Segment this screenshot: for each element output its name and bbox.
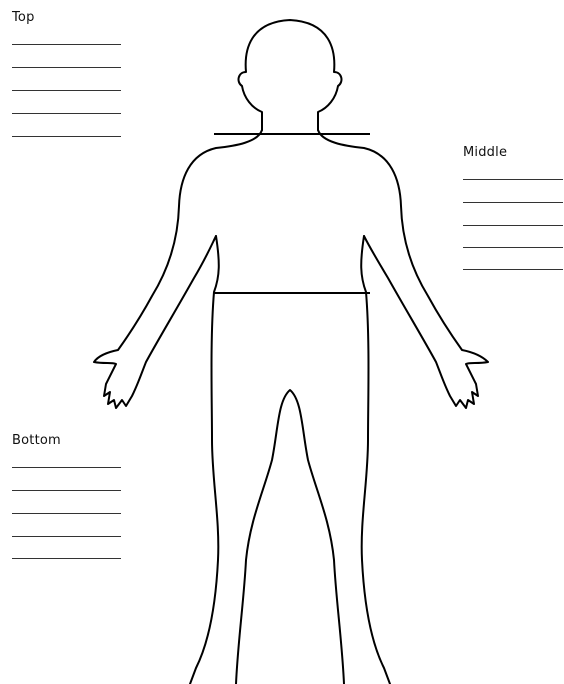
- inner-leg-outline: [236, 390, 344, 684]
- middle-section: Middle: [463, 145, 564, 275]
- top-label: Top: [12, 10, 122, 25]
- bottom-blank-line-1[interactable]: [12, 467, 121, 468]
- bottom-blank-line-2[interactable]: [12, 490, 121, 491]
- left-arm-outline: [94, 130, 262, 408]
- right-leg-outline: [361, 236, 390, 684]
- top-section: Top: [12, 10, 122, 140]
- top-blank-line-5[interactable]: [12, 136, 121, 137]
- bottom-blank-line-5[interactable]: [12, 558, 121, 559]
- head-outline: [239, 20, 342, 130]
- middle-blank-line-3[interactable]: [463, 225, 563, 226]
- top-blank-line-1[interactable]: [12, 44, 121, 45]
- bottom-blank-line-4[interactable]: [12, 536, 121, 537]
- top-blank-line-4[interactable]: [12, 113, 121, 114]
- bottom-blank-line-3[interactable]: [12, 513, 121, 514]
- bottom-label: Bottom: [12, 433, 122, 448]
- middle-blank-line-4[interactable]: [463, 247, 563, 248]
- middle-blank-line-1[interactable]: [463, 179, 563, 180]
- middle-blank-line-2[interactable]: [463, 202, 563, 203]
- bottom-section: Bottom: [12, 433, 122, 563]
- middle-label: Middle: [463, 145, 564, 160]
- middle-blank-line-5[interactable]: [463, 269, 563, 270]
- left-leg-outline: [190, 236, 219, 684]
- top-blank-line-3[interactable]: [12, 90, 121, 91]
- top-blank-line-2[interactable]: [12, 67, 121, 68]
